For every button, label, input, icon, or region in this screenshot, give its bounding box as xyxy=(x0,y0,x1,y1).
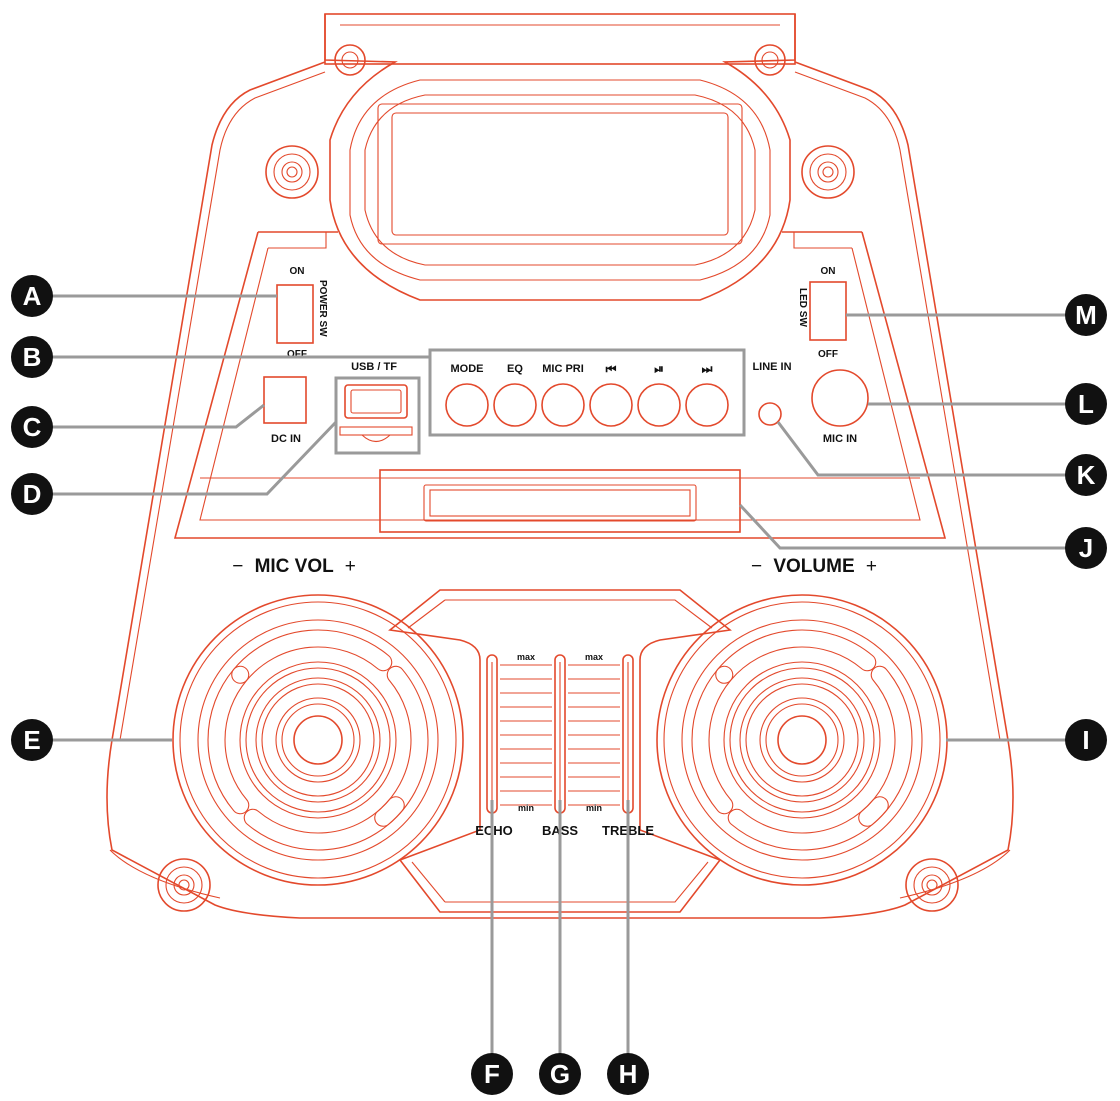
play-pause-icon: ⏯ xyxy=(654,362,664,376)
screw-boss-top-left xyxy=(265,145,319,199)
slider-scale: max min max min xyxy=(500,652,620,813)
led-on-label: ON xyxy=(821,266,836,277)
line-in-jack[interactable] xyxy=(758,402,782,426)
master-volume-knob[interactable] xyxy=(656,594,948,886)
panel-button-4[interactable]: ⏮ xyxy=(589,362,633,427)
callout-badge-d: D xyxy=(11,473,53,515)
dc-in-label: DC IN xyxy=(271,433,301,445)
screw-boss-bottom-right xyxy=(905,858,959,912)
callout-badge-k: K xyxy=(1065,454,1107,496)
power-sw-label: POWER SW xyxy=(317,280,328,337)
volume-plus: + xyxy=(866,556,877,577)
mic-vol-text: MIC VOL xyxy=(255,556,335,577)
callout-badge-b: B xyxy=(11,336,53,378)
mic-vol-plus: + xyxy=(345,556,356,577)
usb-port[interactable] xyxy=(344,384,408,419)
panel-button-2[interactable]: EQ xyxy=(493,363,537,427)
callout-letter: K xyxy=(1077,460,1096,490)
callout-letter: F xyxy=(484,1059,500,1089)
screw-boss-bottom-left xyxy=(157,858,211,912)
volume-label: − VOLUME + xyxy=(751,556,877,577)
scale-max-label: max xyxy=(517,652,535,662)
led-off-label: OFF xyxy=(818,349,838,360)
callout-badge-e: E xyxy=(11,719,53,761)
panel-button-3[interactable]: MIC PRI xyxy=(541,363,585,427)
panel-button-label: MODE xyxy=(451,363,484,375)
callout-letter: D xyxy=(23,479,42,509)
callout-letter: G xyxy=(550,1059,570,1089)
slider-3[interactable] xyxy=(622,654,634,814)
callout-letter: M xyxy=(1075,300,1097,330)
volume-minus: − xyxy=(751,556,762,577)
line-in-label: LINE IN xyxy=(752,361,791,373)
callout-lines xyxy=(52,294,1066,1064)
slider-label-1: ECHO xyxy=(475,823,513,838)
panel-button-1[interactable]: MODE xyxy=(445,363,489,427)
slider-2[interactable] xyxy=(554,654,566,814)
callout-letter: C xyxy=(23,412,42,442)
callout-letter: I xyxy=(1082,725,1089,755)
power-switch[interactable] xyxy=(276,284,314,344)
callout-letter: E xyxy=(23,725,40,755)
scale-min-label: min xyxy=(518,803,534,813)
callout-badge-c: C xyxy=(11,406,53,448)
screw-boss-top-right xyxy=(801,145,855,199)
callout-letter: H xyxy=(619,1059,638,1089)
panel-button-5[interactable]: ⏯ xyxy=(637,362,681,427)
scale-min-label: min xyxy=(586,803,602,813)
volume-text: VOLUME xyxy=(773,556,854,577)
next-track-icon: ⏭ xyxy=(702,362,713,376)
callout-badges: A B C D E F G H I J K L M xyxy=(11,275,1107,1095)
carry-handle xyxy=(324,13,796,301)
playback-buttons: MODE EQ MIC PRI ⏮ ⏯ ⏭ xyxy=(445,362,729,427)
usb-tf-highlight xyxy=(334,376,421,455)
mic-vol-minus: − xyxy=(232,556,243,577)
panel-button-6[interactable]: ⏭ xyxy=(685,362,729,427)
callout-badge-a: A xyxy=(11,275,53,317)
panel-button-label: EQ xyxy=(507,363,523,375)
callout-badge-j: J xyxy=(1065,527,1107,569)
callout-letter: J xyxy=(1079,533,1093,563)
previous-track-icon: ⏮ xyxy=(606,362,617,376)
slider-panel-frame xyxy=(388,589,732,913)
control-panel-recess xyxy=(173,231,947,539)
mic-in-label: MIC IN xyxy=(823,433,857,445)
scale-max-label: max xyxy=(585,652,603,662)
power-off-label: OFF xyxy=(287,349,307,360)
callout-letter: A xyxy=(23,281,42,311)
button-group-highlight xyxy=(428,348,746,437)
dc-in-port[interactable] xyxy=(263,376,307,424)
led-switch[interactable] xyxy=(809,281,847,341)
power-on-label: ON xyxy=(290,266,305,277)
callout-badge-h: H xyxy=(607,1053,649,1095)
mic-vol-label: − MIC VOL + xyxy=(232,556,356,577)
led-sw-label: LED SW xyxy=(797,288,808,327)
callout-letter: L xyxy=(1078,389,1094,419)
callout-badge-m: M xyxy=(1065,294,1107,336)
callout-badge-f: F xyxy=(471,1053,513,1095)
tf-card-slot[interactable] xyxy=(339,426,413,443)
callout-letter: B xyxy=(23,342,42,372)
panel-button-label: MIC PRI xyxy=(542,363,584,375)
display-window xyxy=(379,469,741,533)
callout-badge-l: L xyxy=(1065,383,1107,425)
mic-in-jack[interactable] xyxy=(811,369,869,427)
callout-badge-i: I xyxy=(1065,719,1107,761)
usb-tf-label: USB / TF xyxy=(351,361,397,373)
slider-1[interactable] xyxy=(486,654,498,814)
mic-volume-knob[interactable] xyxy=(172,594,464,886)
callout-badge-g: G xyxy=(539,1053,581,1095)
